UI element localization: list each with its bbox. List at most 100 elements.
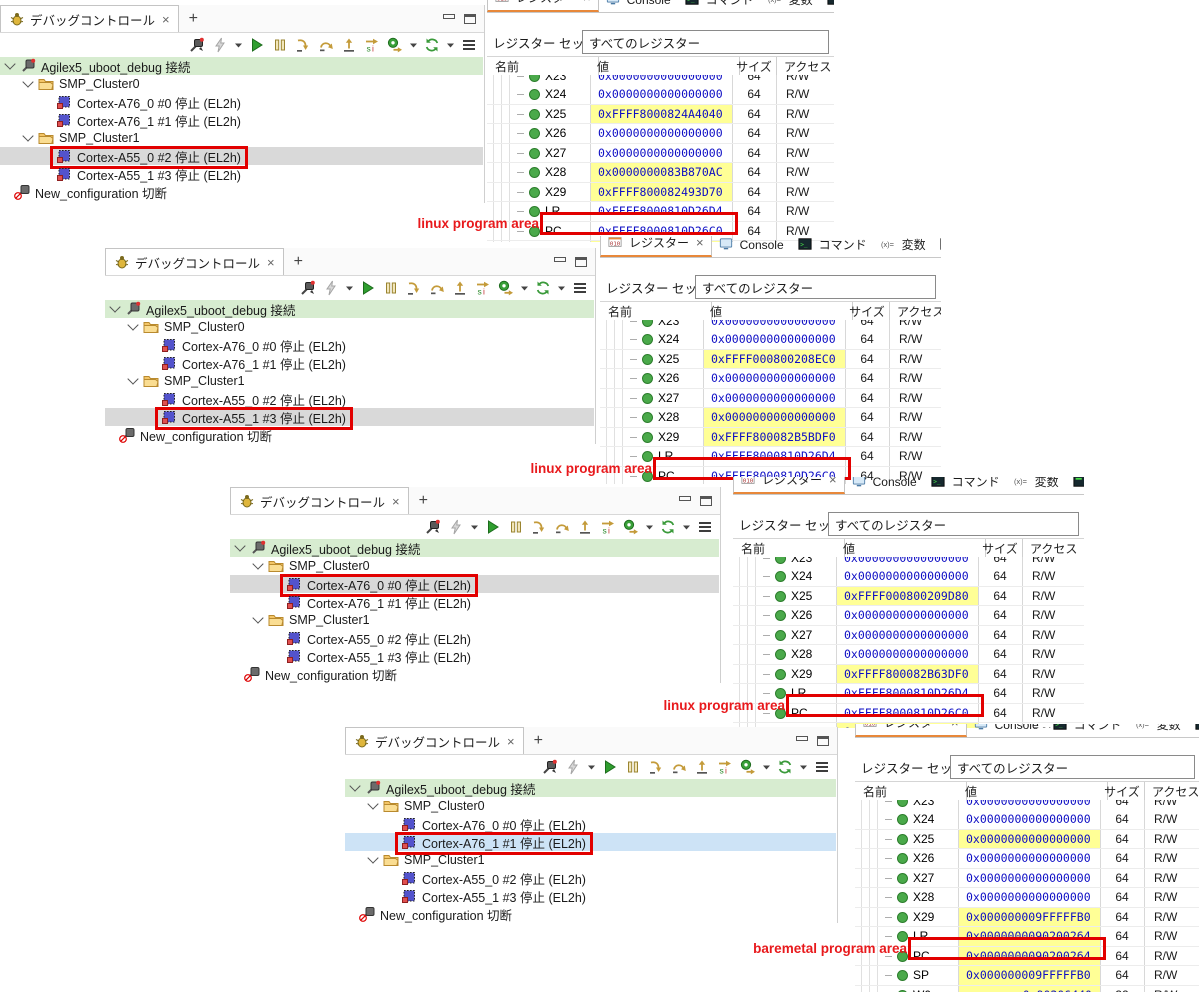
new-tab-button[interactable]: + <box>418 491 428 509</box>
tab-console[interactable]: Console <box>599 0 678 12</box>
flash-icon[interactable] <box>322 279 340 297</box>
connect-target-icon[interactable] <box>424 518 442 536</box>
chevron-down-icon[interactable] <box>252 612 264 624</box>
close-tab-icon[interactable]: × <box>162 11 170 27</box>
column-header-name[interactable]: 名前 <box>855 782 967 801</box>
tab-console[interactable]: Console <box>845 477 924 494</box>
register-set-combobox[interactable]: すべてのレジスター <box>695 275 936 299</box>
pause-icon[interactable] <box>382 279 400 297</box>
tab-console[interactable]: Console <box>712 236 791 257</box>
tree-item-connection[interactable]: Agilex5_uboot_debug 接続 <box>105 300 594 318</box>
tab-ターゲット[interactable]: ターゲット <box>933 236 941 257</box>
tree-item-disconnected[interactable]: New_configuration 切断 <box>230 665 719 683</box>
tab-変数[interactable]: (x)=変数 <box>1007 477 1066 494</box>
view-menu-icon[interactable] <box>696 518 714 536</box>
close-tab-icon[interactable]: × <box>951 724 959 730</box>
refresh-icon[interactable] <box>423 36 441 54</box>
tree-item-cluster[interactable]: SMP_Cluster0 <box>345 797 836 815</box>
chevron-down-icon[interactable] <box>127 319 139 331</box>
pause-icon[interactable] <box>271 36 289 54</box>
flash-dropdown-icon[interactable] <box>234 36 243 54</box>
flash-icon[interactable] <box>211 36 229 54</box>
refresh-dropdown-icon[interactable] <box>799 758 808 776</box>
column-header-size[interactable]: サイズ <box>1100 782 1145 801</box>
column-header-access[interactable]: アクセス <box>776 57 834 76</box>
tree-item-core[interactable]: Cortex-A76_0 #0 停止 (EL2h) <box>345 815 836 833</box>
minimize-icon[interactable] <box>554 257 566 266</box>
tree-item-core[interactable]: Cortex-A76_1 #1 停止 (EL2h) <box>0 111 483 129</box>
flash-icon[interactable] <box>447 518 465 536</box>
tree-item-core[interactable]: Cortex-A76_0 #0 停止 (EL2h) <box>105 336 594 354</box>
run-to-icon[interactable] <box>622 518 640 536</box>
pause-icon[interactable] <box>507 518 525 536</box>
register-set-combobox[interactable]: すべてのレジスター <box>582 30 829 54</box>
run-to-dropdown-icon[interactable] <box>520 279 529 297</box>
tree-item-connection[interactable]: Agilex5_uboot_debug 接続 <box>345 779 836 797</box>
maximize-icon[interactable] <box>575 256 587 267</box>
flash-dropdown-icon[interactable] <box>587 758 596 776</box>
tree-item-core[interactable]: Cortex-A76_0 #0 停止 (EL2h) <box>0 93 483 111</box>
step-over-icon[interactable] <box>670 758 688 776</box>
register-row[interactable]: W00x9020644032R/W <box>855 985 1199 992</box>
refresh-dropdown-icon[interactable] <box>446 36 455 54</box>
tree-item-disconnected[interactable]: New_configuration 切断 <box>0 183 483 201</box>
pause-icon[interactable] <box>624 758 642 776</box>
flash-dropdown-icon[interactable] <box>470 518 479 536</box>
tree-item-core[interactable]: Cortex-A76_1 #1 停止 (EL2h) <box>230 593 719 611</box>
tab-変数[interactable]: (x)=変数 <box>874 236 933 257</box>
close-tab-icon[interactable]: × <box>696 236 704 250</box>
flash-dropdown-icon[interactable] <box>345 279 354 297</box>
tree-item-core[interactable]: Cortex-A76_1 #1 停止 (EL2h) <box>105 354 594 372</box>
connect-target-icon[interactable] <box>541 758 559 776</box>
run-to-dropdown-icon[interactable] <box>762 758 771 776</box>
chevron-down-icon[interactable] <box>367 798 379 810</box>
tree-item-disconnected[interactable]: New_configuration 切断 <box>345 905 836 923</box>
step-over-icon[interactable] <box>317 36 335 54</box>
chevron-down-icon[interactable] <box>127 373 139 385</box>
continue-icon[interactable] <box>601 758 619 776</box>
continue-icon[interactable] <box>359 279 377 297</box>
tree-item-disconnected[interactable]: New_configuration 切断 <box>105 426 594 444</box>
column-header-access[interactable]: アクセス <box>889 302 941 321</box>
tab-変数[interactable]: (x)=変数 <box>1129 724 1188 737</box>
continue-icon[interactable] <box>248 36 266 54</box>
refresh-icon[interactable] <box>659 518 677 536</box>
view-menu-icon[interactable] <box>813 758 831 776</box>
chevron-down-icon[interactable] <box>252 558 264 570</box>
register-set-combobox[interactable]: すべてのレジスター <box>950 755 1195 779</box>
minimize-icon[interactable] <box>796 736 808 745</box>
run-to-icon[interactable] <box>386 36 404 54</box>
column-header-name[interactable]: 名前 <box>733 539 845 558</box>
step-into-icon[interactable] <box>405 279 423 297</box>
chevron-down-icon[interactable] <box>22 130 34 142</box>
refresh-dropdown-icon[interactable] <box>682 518 691 536</box>
close-tab-icon[interactable]: × <box>267 254 275 270</box>
tree-item-connection[interactable]: Agilex5_uboot_debug 接続 <box>230 539 719 557</box>
tree-item-core[interactable]: Cortex-A55_1 #3 停止 (EL2h) <box>230 647 719 665</box>
continue-icon[interactable] <box>484 518 502 536</box>
minimize-icon[interactable] <box>679 496 691 505</box>
tab-debug-control[interactable]: デバッグコントロール× <box>0 5 179 32</box>
run-to-dropdown-icon[interactable] <box>645 518 654 536</box>
step-into-icon[interactable] <box>530 518 548 536</box>
register-set-combobox[interactable]: すべてのレジスター <box>828 512 1079 536</box>
tree-item-core[interactable]: Cortex-A55_0 #2 停止 (EL2h) <box>0 147 483 165</box>
